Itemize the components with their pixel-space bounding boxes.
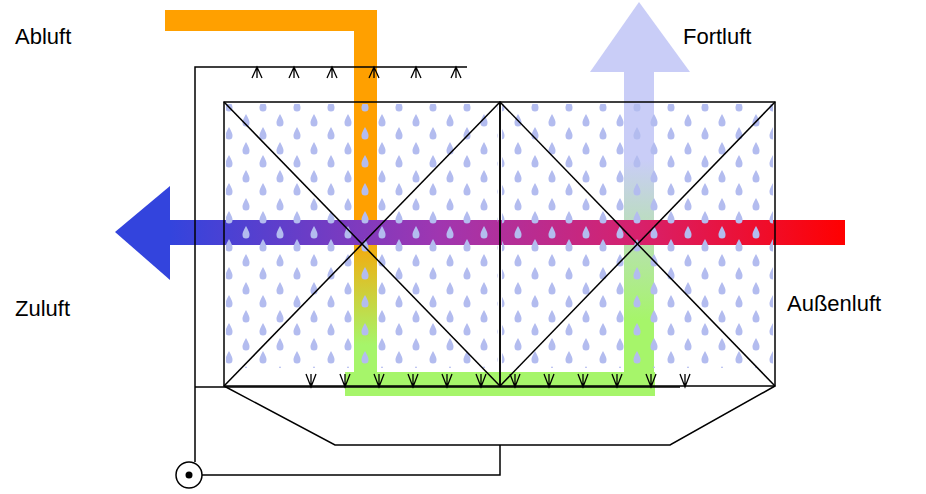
spray-nozzle xyxy=(289,67,299,78)
pump-symbol xyxy=(176,462,202,488)
spray-nozzle xyxy=(411,67,421,78)
spray-nozzle xyxy=(442,374,452,387)
spray-nozzles-top xyxy=(252,67,461,78)
pump-symbol-dot xyxy=(186,472,193,479)
exchanger-blocks xyxy=(224,102,775,386)
spray-nozzles-bottom xyxy=(306,374,690,387)
spray-nozzle xyxy=(408,374,418,387)
water-spray xyxy=(502,104,773,368)
spray-nozzle xyxy=(578,374,588,387)
water-piping xyxy=(195,67,775,475)
exhaust-duct xyxy=(165,10,377,31)
spray-nozzle xyxy=(374,374,384,387)
spray-nozzle xyxy=(510,374,520,387)
spray-nozzle xyxy=(476,374,486,387)
flow-label: Außenluft xyxy=(787,291,881,317)
spray-nozzle xyxy=(252,67,262,78)
spray-nozzle xyxy=(646,374,656,387)
flow-label: Zuluft xyxy=(15,296,70,322)
spray-nozzle xyxy=(451,67,461,78)
flow-label: Abluft xyxy=(15,24,71,50)
spray-nozzle xyxy=(544,374,554,387)
spray-nozzle xyxy=(680,374,690,387)
spray-nozzle xyxy=(340,374,350,387)
supply-arrowhead xyxy=(115,186,170,280)
spray-nozzle xyxy=(612,374,622,387)
flow-label: Fortluft xyxy=(683,24,751,50)
spray-nozzle xyxy=(327,67,337,78)
spray-nozzle xyxy=(306,374,316,387)
discharge-arrowhead xyxy=(590,2,690,72)
water-spray xyxy=(226,104,498,368)
spray-nozzle xyxy=(369,67,379,78)
